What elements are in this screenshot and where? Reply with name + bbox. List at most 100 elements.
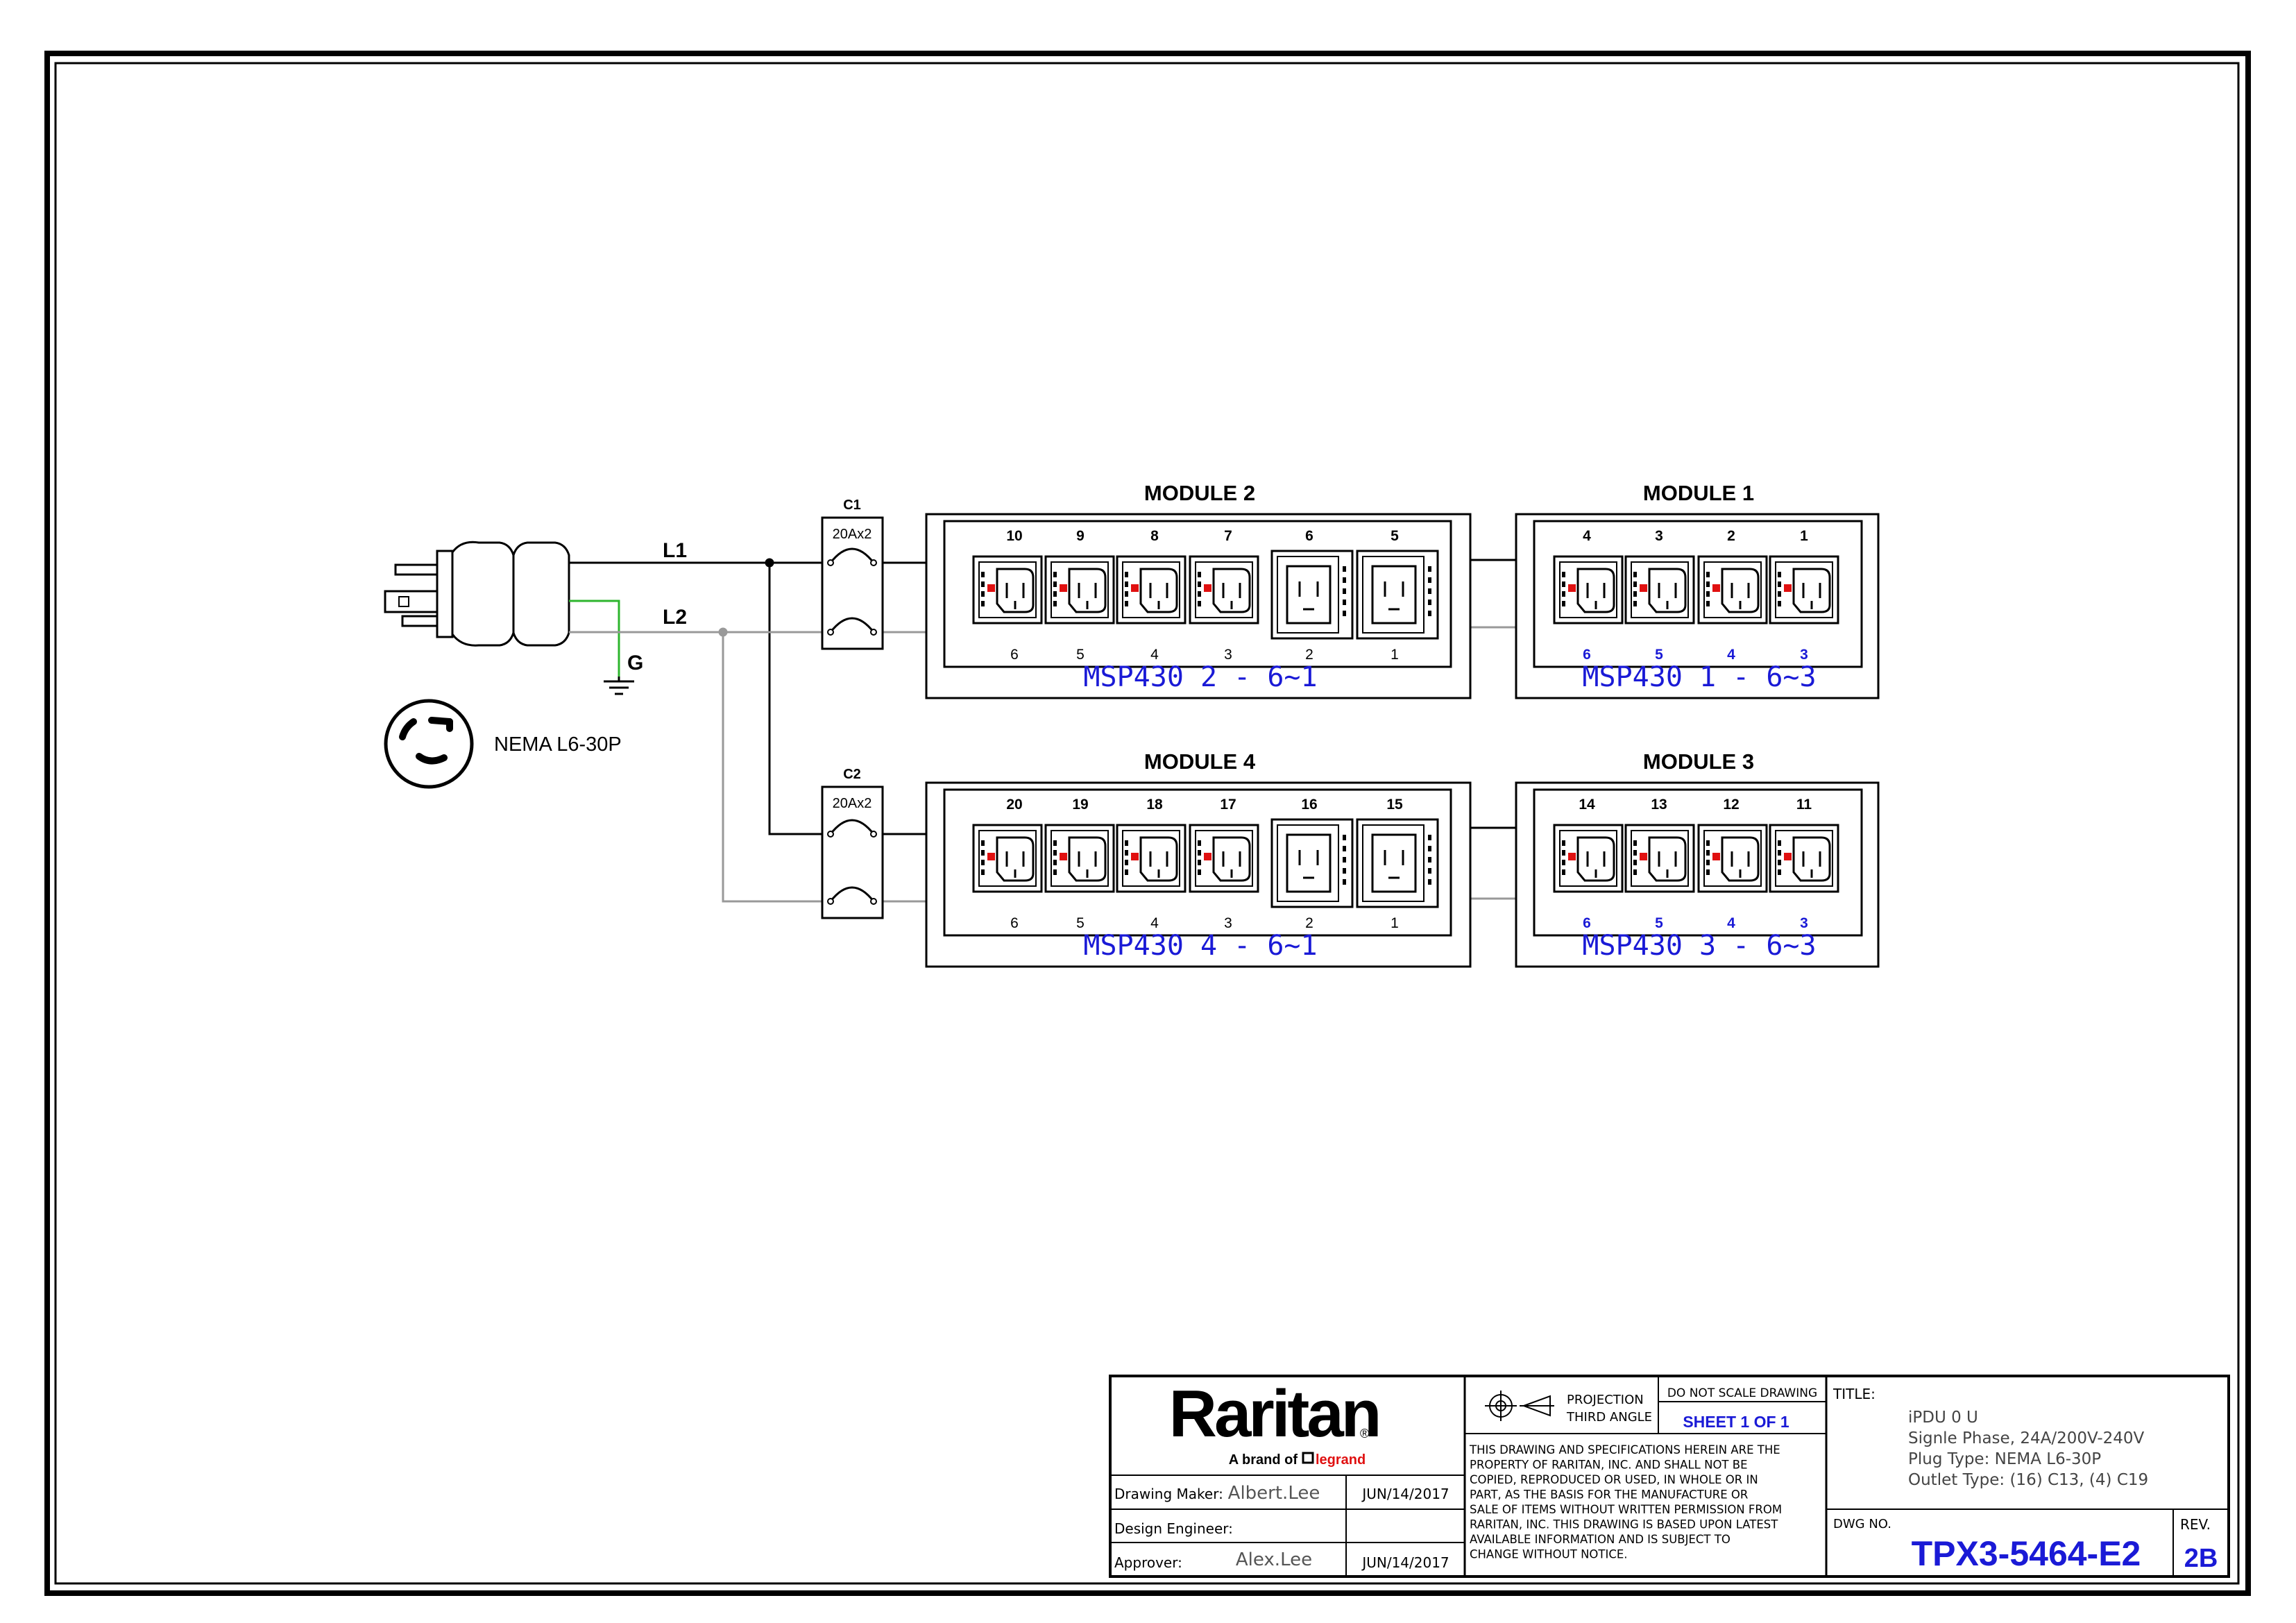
title-block: Raritan ® A brand of legrand Drawing Mak…: [1109, 1375, 2230, 1578]
c13-marking: [1778, 869, 1781, 875]
approver-label: Approver:: [1114, 1554, 1182, 1571]
c19-marking: [1343, 566, 1346, 572]
led-indicator-icon: [1568, 584, 1576, 592]
title-label: TITLE:: [1832, 1386, 1876, 1402]
notice-line: COPIED, REPRODUCED OR USED, IN WHOLE OR …: [1470, 1473, 1758, 1486]
outlet-number: 8: [1150, 528, 1159, 544]
c13-socket-icon: [1792, 568, 1831, 613]
c13-marking: [1053, 591, 1057, 597]
outlet-number: 13: [1651, 797, 1667, 813]
c19-marking: [1428, 611, 1431, 616]
c13-marking: [1778, 840, 1781, 846]
c13-marking: [1778, 572, 1781, 577]
branch-number: 2: [1305, 647, 1313, 663]
c13-marking: [1125, 860, 1128, 865]
c13-socket-icon: [996, 568, 1035, 613]
branch-number: 4: [1150, 647, 1159, 663]
c13-marking: [1706, 601, 1710, 606]
outlet-number: 19: [1072, 797, 1088, 813]
c19-socket-icon: [1286, 833, 1332, 893]
led-indicator-icon: [1784, 584, 1792, 592]
outer-frame: [44, 51, 2251, 1596]
c13-marking: [1198, 572, 1201, 577]
c13-marking: [1125, 850, 1128, 856]
breaker-terminal: [827, 629, 834, 636]
c13-socket-icon: [1212, 836, 1251, 882]
c13-marking: [1562, 601, 1565, 606]
c19-marking: [1343, 588, 1346, 594]
branch-number: 6: [1010, 647, 1019, 663]
c13-marking: [1706, 869, 1710, 875]
c13-marking: [981, 860, 985, 865]
do-not-scale: DO NOT SCALE DRAWING: [1667, 1386, 1817, 1400]
c13-marking: [1125, 572, 1128, 577]
breaker-rating: 20Ax2: [833, 796, 872, 811]
c13-marking: [1198, 840, 1201, 846]
module-label: MSP430 2 - 6~1: [1083, 661, 1317, 693]
c13-marking: [1053, 601, 1057, 606]
l1-label: L1: [663, 539, 687, 562]
breaker-terminal: [870, 559, 877, 566]
c13-marking: [1198, 850, 1201, 856]
outlet-number: 1: [1800, 528, 1808, 544]
breaker-name: C2: [843, 767, 861, 782]
outlet-number: 15: [1386, 797, 1403, 813]
outlet-number: 10: [1006, 528, 1022, 544]
c19-marking: [1428, 835, 1431, 840]
c13-marking: [981, 572, 985, 577]
breaker-terminal: [870, 831, 877, 838]
c13-marking: [1706, 840, 1710, 846]
outlet-number: 11: [1796, 797, 1812, 813]
c13-socket-icon: [1648, 836, 1687, 882]
branch-number: 4: [1150, 915, 1159, 931]
c19-marking: [1428, 577, 1431, 583]
breaker-terminal: [870, 629, 877, 636]
c13-marking: [1633, 850, 1637, 856]
c13-marking: [1633, 860, 1637, 865]
c13-marking: [1125, 840, 1128, 846]
c13-marking: [1633, 572, 1637, 577]
dwg-label: DWG NO.: [1833, 1517, 1891, 1531]
c13-marking: [1562, 581, 1565, 587]
c13-marking: [1053, 581, 1057, 587]
c13-marking: [1633, 601, 1637, 606]
breaker-box: [821, 516, 884, 650]
outlet-number: 12: [1723, 797, 1739, 813]
branch-number: 5: [1655, 915, 1663, 931]
c13-marking: [1706, 581, 1710, 587]
notice-line: AVAILABLE INFORMATION AND IS SUBJECT TO: [1470, 1533, 1730, 1546]
branch-number: 5: [1076, 647, 1085, 663]
l2-wiring: [569, 626, 1516, 903]
c13-socket-icon: [1721, 568, 1760, 613]
outlet-number: 18: [1146, 797, 1163, 813]
module-label: MSP430 3 - 6~3: [1582, 930, 1816, 962]
c19-socket-icon: [1371, 833, 1417, 893]
third-angle-projection-icon: [1485, 1391, 1554, 1421]
drawing-maker: Albert.Lee: [1228, 1483, 1320, 1504]
breaker-contact-arc: [829, 886, 875, 902]
c13-marking: [1125, 581, 1128, 587]
c13-socket-icon: [1792, 836, 1831, 882]
led-indicator-icon: [1712, 584, 1720, 592]
module-label: MSP430 1 - 6~3: [1582, 661, 1816, 693]
c13-marking: [1562, 572, 1565, 577]
c13-marking: [1198, 601, 1201, 606]
c13-marking: [1053, 860, 1057, 865]
outlet-number: 7: [1224, 528, 1232, 544]
c13-marking: [1125, 601, 1128, 606]
c13-socket-icon: [1576, 568, 1615, 613]
ground-symbol: [604, 677, 634, 695]
approver: Alex.Lee: [1236, 1549, 1312, 1570]
title-line: Outlet Type: (16) C13, (4) C19: [1908, 1471, 2148, 1489]
c19-marking: [1343, 879, 1346, 885]
c13-marking: [1778, 850, 1781, 856]
c13-marking: [1778, 591, 1781, 597]
l1-wiring: [569, 558, 1516, 835]
branch-number: 3: [1800, 647, 1808, 663]
branch-number: 4: [1727, 647, 1735, 663]
title-line: Plug Type: NEMA L6-30P: [1908, 1450, 2101, 1468]
led-indicator-icon: [1060, 584, 1067, 592]
